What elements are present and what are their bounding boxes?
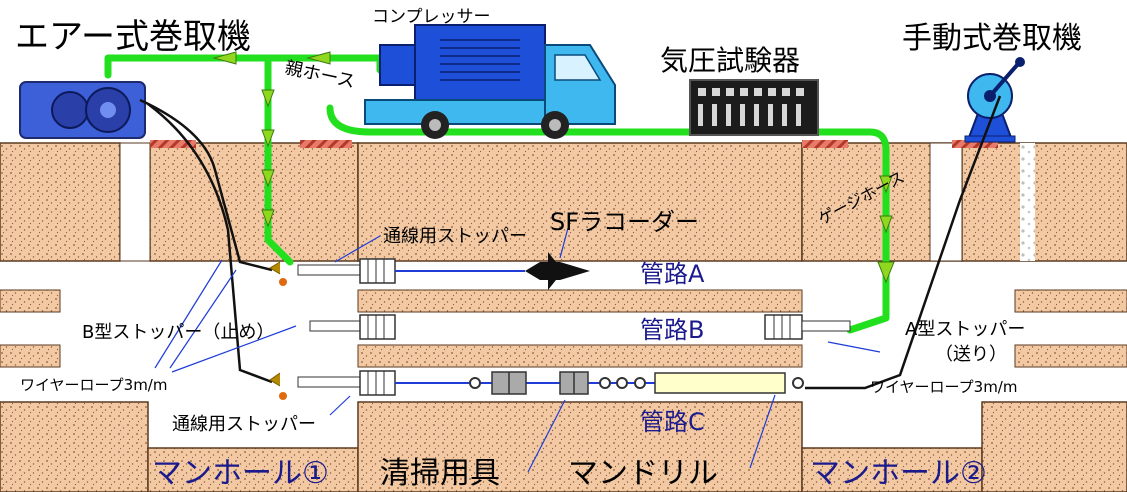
label-compressor: コンプレッサー	[372, 7, 491, 27]
duct-c	[269, 370, 804, 400]
label-pressure-tester: 気圧試験器	[660, 44, 800, 77]
label-duct-c: 管路C	[640, 408, 705, 436]
hose-arrows	[212, 51, 895, 284]
label-wire-rope-right: ワイヤーロープ3m/m	[870, 378, 1017, 396]
label-duct-a: 管路A	[640, 260, 705, 288]
label-wire-rope-left: ワイヤーロープ3m/m	[20, 376, 167, 394]
label-a-stopper-line1: A型ストッパー	[905, 319, 1025, 340]
label-manhole-1: マンホール①	[152, 456, 329, 491]
label-wiring-stopper-top: 通線用ストッパー	[383, 226, 527, 247]
label-parent-hose: 親ホース	[283, 57, 357, 92]
pressure-tester-icon	[689, 79, 819, 136]
label-air-winch: エアー式巻取機	[15, 17, 251, 57]
duct-b	[309, 314, 851, 340]
manual-winch-icon	[964, 57, 1025, 143]
label-manhole-2: マンホール②	[810, 456, 987, 491]
compressor-truck-icon	[364, 24, 616, 139]
wire-ropes	[139, 95, 1002, 390]
soil-layers	[0, 140, 1127, 492]
label-b-stopper: B型ストッパー（止め）	[82, 322, 274, 343]
label-manual-winch: 手動式巻取機	[902, 21, 1082, 56]
label-mandrel: マンドリル	[568, 456, 718, 491]
air-winch-icon	[19, 81, 146, 139]
label-wiring-stopper-bottom: 通線用ストッパー	[172, 414, 316, 435]
label-sf-recorder: SFラコーダー	[550, 208, 699, 236]
label-duct-b: 管路B	[640, 316, 704, 344]
duct-a	[269, 252, 590, 290]
label-cleaning-tool: 清掃用具	[380, 456, 500, 491]
leader-lines	[154, 227, 881, 473]
label-a-stopper-line2: （送り）	[935, 344, 1007, 365]
